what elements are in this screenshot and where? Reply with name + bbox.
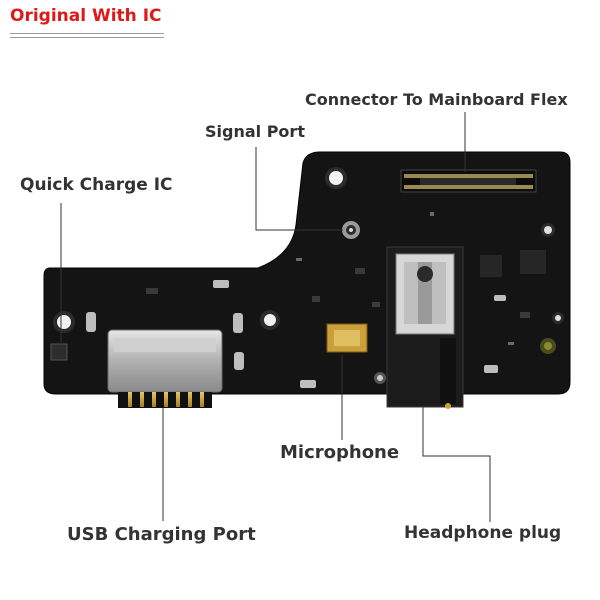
- header-underline: [10, 33, 164, 34]
- label-signal-port: Signal Port: [205, 122, 305, 141]
- usb-c-port: [107, 329, 223, 408]
- header-title: Original With IC: [10, 6, 162, 26]
- solder-pads: [86, 280, 506, 388]
- leader-lines: [60, 112, 491, 522]
- headphone-jack: [386, 246, 464, 409]
- small-components: [146, 250, 546, 318]
- microphone-part: [326, 323, 368, 353]
- header-underline-second: [10, 37, 164, 38]
- silkscreen-marks: [296, 212, 514, 345]
- label-quick-charge-ic: Quick Charge IC: [20, 175, 173, 195]
- signal-port-coax: [342, 221, 360, 239]
- label-usb-charging-port: USB Charging Port: [67, 524, 256, 545]
- quick-charge-ic: [50, 343, 68, 361]
- mainboard-flex-connector: [400, 169, 537, 193]
- label-connector: Connector To Mainboard Flex: [305, 90, 568, 109]
- label-microphone: Microphone: [280, 442, 400, 463]
- mounting-holes: [53, 167, 564, 384]
- label-headphone-plug: Headphone plug: [404, 523, 562, 543]
